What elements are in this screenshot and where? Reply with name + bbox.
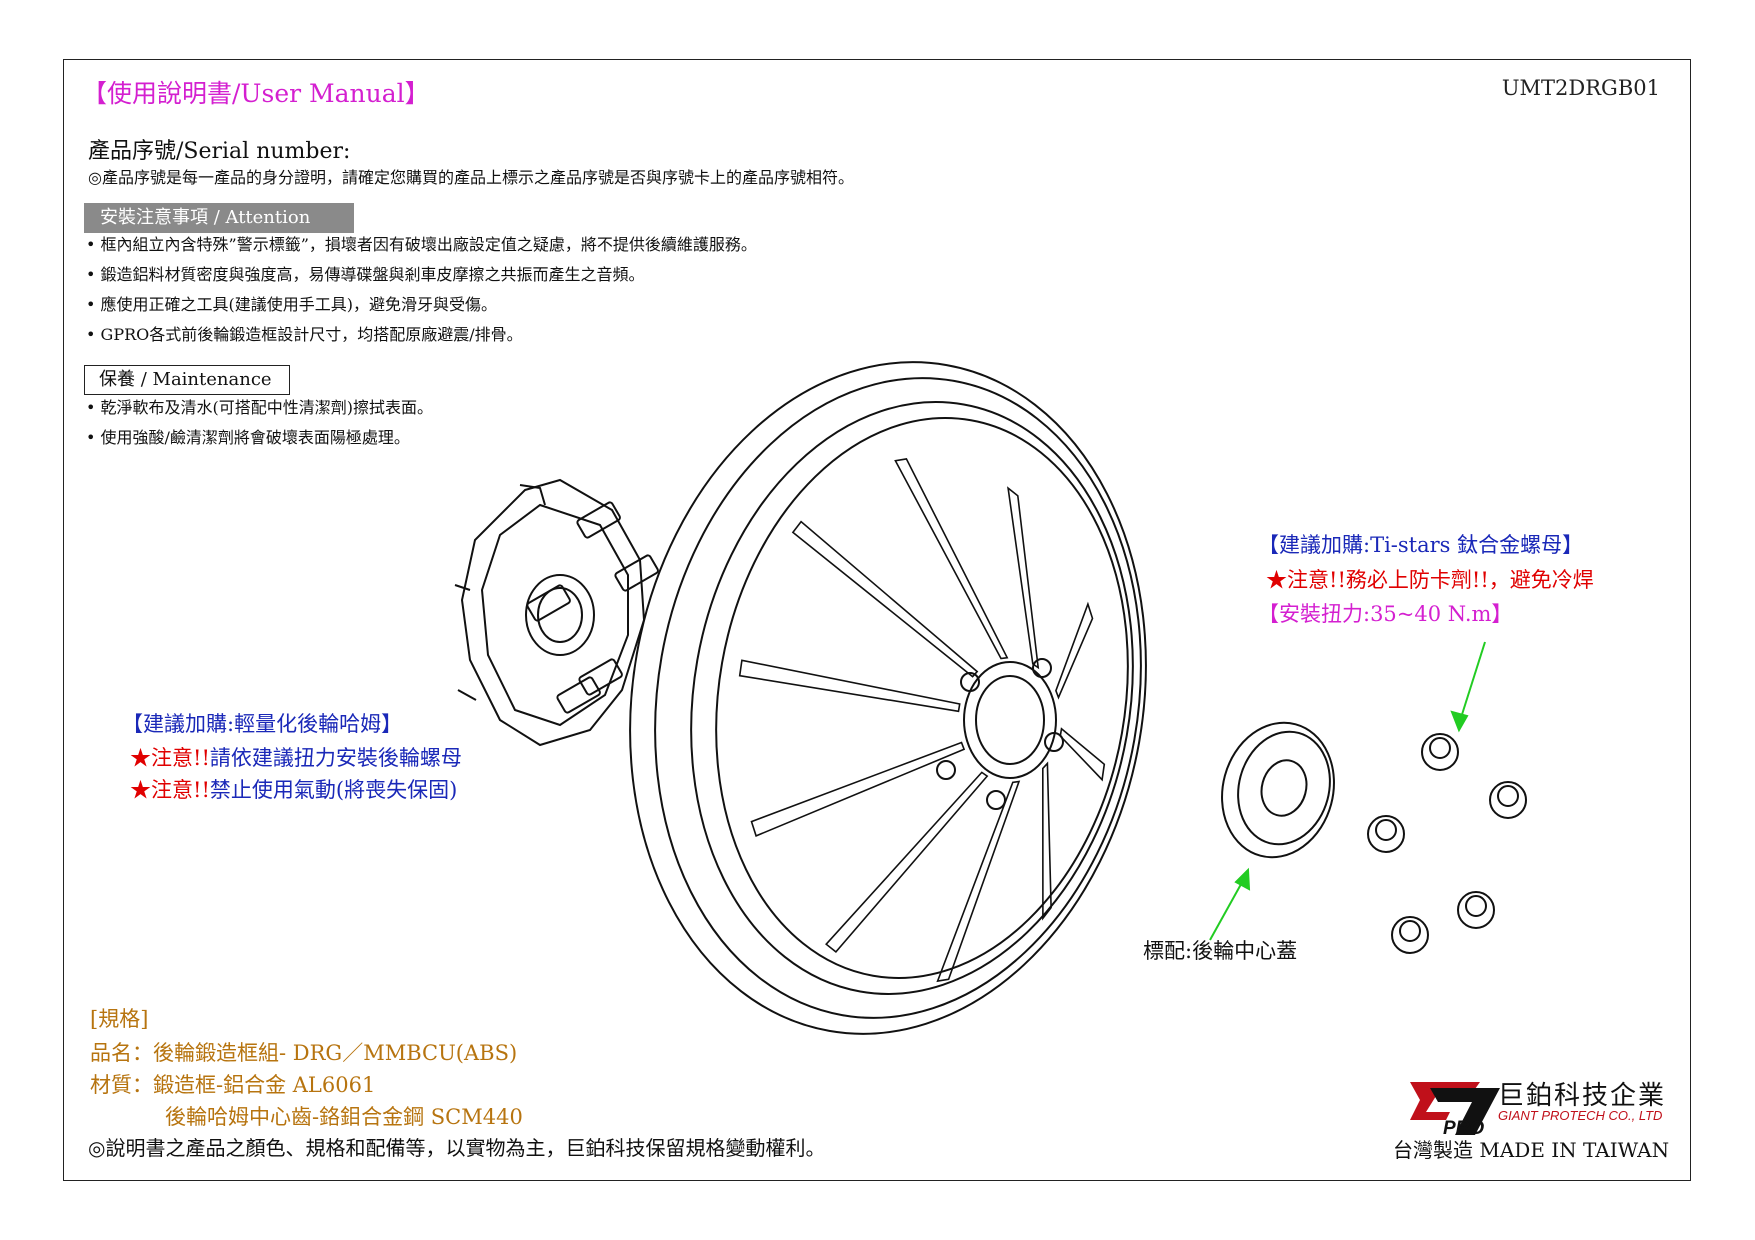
lug-nut <box>1457 891 1495 929</box>
warning-text: 注意!!務必上防卡劑!!，避免冷焊 <box>1287 568 1594 592</box>
spec-material: 材質：鍛造框-鋁合金 AL6061 <box>90 1073 376 1097</box>
hub-stud <box>578 658 623 696</box>
attention-item: GPRO各式前後輪鍛造框設計尺寸，均搭配原廠避震/排骨。 <box>86 320 757 350</box>
wheel-spoke <box>825 771 989 954</box>
company-name-zh: 巨鉑科技企業 <box>1498 1081 1667 1111</box>
lug-nut <box>1489 781 1527 819</box>
hub-warning-2: ★注意!!禁止使用氣動(將喪失保固) <box>130 774 457 804</box>
svg-text:PRO: PRO <box>1443 1118 1484 1139</box>
rear-hub-drawing <box>454 478 646 747</box>
wheel-spoke <box>1041 761 1052 921</box>
nut-arrow-line <box>1458 641 1486 725</box>
lug-nut-dome <box>1375 819 1397 841</box>
nut-warning: ★注意!!務必上防卡劑!!，避免冷焊 <box>1266 564 1594 594</box>
lug-nut-dome <box>1429 737 1451 759</box>
disclaimer: ◎說明書之產品之顏色、規格和配備等，以實物為主，巨鉑科技保留規格變動權利。 <box>88 1136 826 1160</box>
spec-material-hub: 後輪哈姆中心齒-鉻鉬合金鋼 SCM440 <box>165 1105 523 1129</box>
lug-nut-dome <box>1465 895 1487 917</box>
star-icon: ★ <box>130 778 151 802</box>
made-in-taiwan: 台灣製造 MADE IN TAIWAN <box>1393 1138 1670 1162</box>
maintenance-list: 乾淨軟布及清水(可搭配中性清潔劑)擦拭表面。 使用強酸/鹼清潔劑將會破壞表面陽極… <box>86 393 434 453</box>
warning-body: 請依建議扭力安裝後輪螺母 <box>209 746 462 770</box>
star-icon: ★ <box>130 746 151 770</box>
attention-item: 鍛造鋁料材質密度與強度高，易傳導碟盤與剎車皮摩擦之共振而產生之音頻。 <box>86 260 757 290</box>
center-cap-label: 標配:後輪中心蓋 <box>1143 939 1298 963</box>
hub-callout-title: 【建議加購:輕量化後輪哈姆】 <box>122 712 403 736</box>
lug-nut <box>1421 733 1459 771</box>
wheel-spoke <box>738 659 961 713</box>
star-icon: ★ <box>1266 568 1287 592</box>
spec-product-name: 品名：後輪鍛造框組- DRG／MMBCU(ABS) <box>90 1041 518 1065</box>
hub-studs <box>526 501 659 714</box>
wheel-spoke <box>1055 601 1094 700</box>
company-name-en: GIANT PROTECH CO., LTD <box>1498 1108 1663 1123</box>
lug-nut <box>1391 916 1429 954</box>
warning-head: 注意!! <box>151 746 210 770</box>
gpro-logo-icon: PRO <box>1410 1082 1500 1139</box>
warning-head: 注意!! <box>151 778 210 802</box>
serial-number-label: 產品序號/Serial number: <box>88 139 351 164</box>
hub-warning-1: ★注意!!請依建議扭力安裝後輪螺母 <box>130 742 462 772</box>
forged-wheel-drawing <box>629 361 1147 1035</box>
wheel-spoke <box>936 780 1021 983</box>
attention-list: 框內組立內含特殊”警示標籤”，損壞者因有破壞出廠設定值之疑慮，將不提供後續維護服… <box>86 230 757 350</box>
hub-stud <box>526 584 571 622</box>
lug-nut-dome <box>1399 920 1421 942</box>
spec-heading: [規格] <box>90 1007 149 1031</box>
maintenance-item: 乾淨軟布及清水(可搭配中性清潔劑)擦拭表面。 <box>86 393 434 423</box>
maintenance-item: 使用強酸/鹼清潔劑將會破壞表面陽極處理。 <box>86 423 433 453</box>
wheel-spoke <box>750 741 966 837</box>
center-cap-drawing <box>1221 721 1335 859</box>
manual-title: 【使用說明書/User Manual】 <box>82 79 430 108</box>
page-frame <box>63 59 1691 1181</box>
attention-heading: 安裝注意事項 / Attention <box>84 203 354 233</box>
nut-callout-title: 【建議加購:Ti-stars 鈦合金螺母】 <box>1258 533 1584 557</box>
warning-body: 禁止使用氣動(將喪失保固) <box>209 778 458 802</box>
hub-stud <box>614 554 659 592</box>
hub-stud <box>576 501 621 539</box>
document-code: UMT2DRGB01 <box>1501 76 1660 100</box>
wheel-spoke <box>791 520 979 678</box>
lug-nut <box>1367 815 1405 853</box>
serial-number-note: ◎產品序號是每一產品的身分證明，請確定您購買的產品上標示之產品序號是否與序號卡上… <box>88 168 854 187</box>
wheel-spoke <box>894 458 1009 660</box>
torque-spec: 【安裝扭力:35~40 N.m】 <box>1258 602 1513 626</box>
nut-arrow-head <box>1450 710 1469 733</box>
attention-item: 框內組立內含特殊”警示標籤”，損壞者因有破壞出廠設定值之疑慮，將不提供後續維護服… <box>86 230 757 260</box>
lug-nut-dome <box>1497 785 1519 807</box>
attention-item: 應使用正確之工具(建議使用手工具)，避免滑牙與受傷。 <box>86 290 757 320</box>
hub-stud <box>556 676 601 714</box>
wheel-spoke <box>1059 727 1106 782</box>
wheel-spoke <box>1007 486 1040 670</box>
cap-arrow-line <box>1209 876 1246 941</box>
lug-nuts <box>1367 733 1527 954</box>
cap-arrow-head <box>1234 867 1251 891</box>
